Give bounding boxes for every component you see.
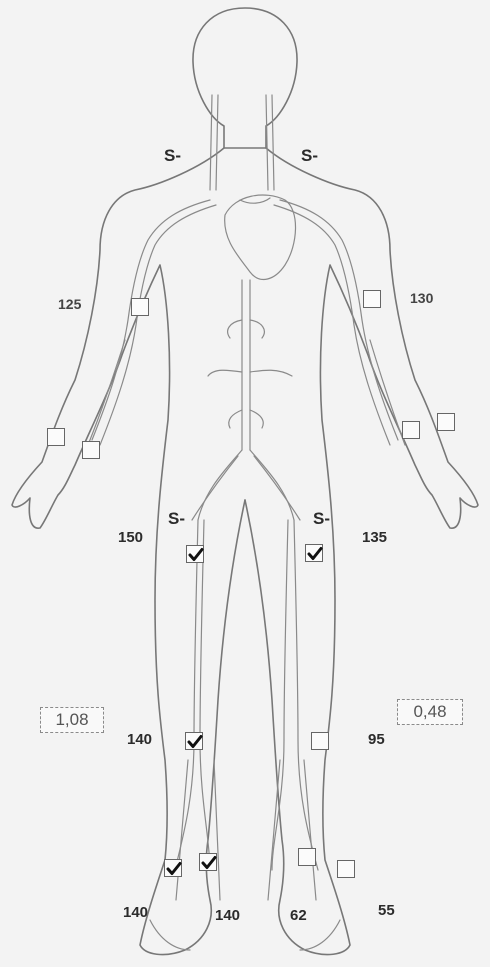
checkbox-thigh-right[interactable] — [186, 545, 204, 563]
checkmark-icon — [186, 733, 204, 751]
checkbox-ankle-left-2[interactable] — [337, 860, 355, 878]
thigh-left-s-label: S- — [313, 510, 330, 527]
arm-left-value: 130 — [410, 291, 433, 305]
neck-right-label: S- — [164, 147, 181, 164]
ankle-left-value-1: 62 — [290, 908, 307, 923]
checkbox-wrist-left-1[interactable] — [402, 421, 420, 439]
ankle-left-value-2: 55 — [378, 903, 395, 918]
checkbox-calf-left[interactable] — [311, 732, 329, 750]
checkbox-arm-right[interactable] — [131, 298, 149, 316]
checkbox-thigh-left[interactable] — [305, 544, 323, 562]
checkmark-icon — [187, 546, 205, 564]
neck-left-label: S- — [301, 147, 318, 164]
checkbox-calf-right[interactable] — [185, 732, 203, 750]
checkbox-ankle-right-1[interactable] — [164, 859, 182, 877]
calf-right-value: 140 — [127, 732, 152, 747]
arm-right-value: 125 — [58, 297, 81, 311]
ratio-box-left: 0,48 — [397, 699, 463, 725]
calf-left-value: 95 — [368, 732, 385, 747]
thigh-left-value: 135 — [362, 530, 387, 545]
thigh-right-s-label: S- — [168, 510, 185, 527]
ankle-right-value-2: 140 — [215, 908, 240, 923]
checkbox-wrist-right-2[interactable] — [82, 441, 100, 459]
checkbox-wrist-right-1[interactable] — [47, 428, 65, 446]
thigh-right-value: 150 — [118, 530, 143, 545]
checkbox-wrist-left-2[interactable] — [437, 413, 455, 431]
checkmark-icon — [306, 545, 324, 563]
checkmark-icon — [200, 854, 218, 872]
checkmark-icon — [165, 860, 183, 878]
ratio-box-right: 1,08 — [40, 707, 104, 733]
checkbox-ankle-right-2[interactable] — [199, 853, 217, 871]
checkbox-arm-left[interactable] — [363, 290, 381, 308]
ankle-right-value-1: 140 — [123, 905, 148, 920]
checkbox-ankle-left-1[interactable] — [298, 848, 316, 866]
